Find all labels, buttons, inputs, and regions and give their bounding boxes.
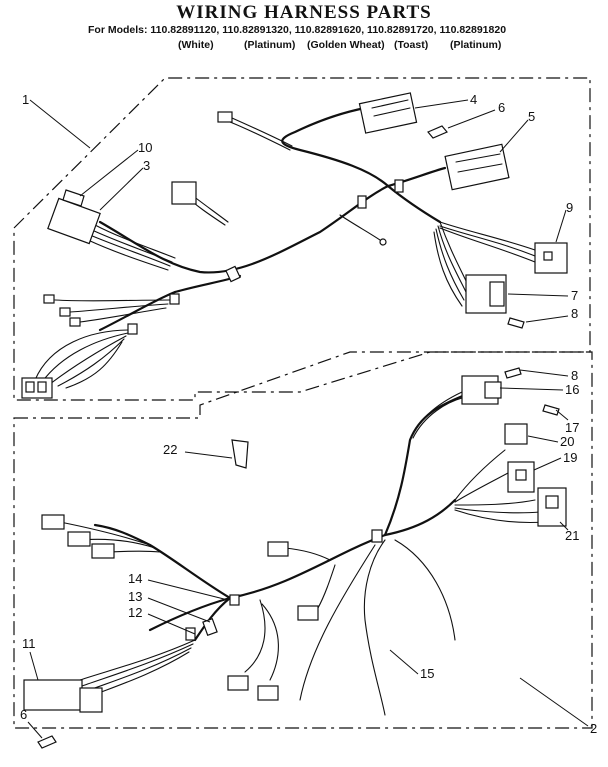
callout-12: 12 <box>128 605 142 620</box>
connector-16 <box>461 375 502 405</box>
diagram-title: WIRING HARNESS PARTS <box>176 2 432 23</box>
callout-5: 5 <box>528 109 535 124</box>
callout-6-upper: 6 <box>498 100 505 115</box>
callout-8-lower: 8 <box>571 368 578 383</box>
terminal-17 <box>542 404 560 416</box>
upper-harness-boundary <box>13 77 591 401</box>
callout-17: 17 <box>565 420 579 435</box>
wire-15 <box>363 539 386 716</box>
model-color-5: (Platinum) <box>450 39 502 51</box>
callout-4: 4 <box>470 92 477 107</box>
callout-19: 19 <box>563 450 577 465</box>
callout-8-upper: 8 <box>571 306 578 321</box>
callout-22: 22 <box>163 442 177 457</box>
callout-3: 3 <box>143 158 150 173</box>
model-color-1: (White) <box>178 39 214 51</box>
connector-4 <box>358 92 418 134</box>
lower-trunk <box>148 533 387 632</box>
callout-20: 20 <box>560 434 574 449</box>
upper-harness <box>21 92 568 399</box>
terminals-left <box>43 294 81 327</box>
models-line: For Models: 110.82891120, 110.82891320, … <box>88 24 507 36</box>
callout-9: 9 <box>566 200 573 215</box>
plug-bottom-left <box>21 377 53 399</box>
lower-callouts: 8 16 17 20 19 21 22 14 13 12 15 11 6 2 <box>20 368 597 739</box>
callout-6-lower: 6 <box>20 707 27 722</box>
connector-11 <box>23 679 103 713</box>
connector-20 <box>504 423 528 445</box>
callout-14: 14 <box>128 571 142 586</box>
lower-harness <box>23 367 567 749</box>
callout-21: 21 <box>565 528 579 543</box>
model-color-4: (Toast) <box>394 39 429 51</box>
terminal-top-left <box>217 111 233 123</box>
callout-13: 13 <box>128 589 142 604</box>
connector-5 <box>444 143 510 191</box>
upper-trunk <box>98 184 390 274</box>
plugs-center <box>227 541 319 701</box>
connector-19 <box>507 461 535 493</box>
model-color-2: (Platinum) <box>244 39 296 51</box>
callout-15: 15 <box>420 666 434 681</box>
plugs-upper-left <box>41 514 115 559</box>
connector-7 <box>465 274 507 314</box>
callout-10: 10 <box>138 140 152 155</box>
lower-harness-boundary <box>13 351 593 729</box>
clip-22 <box>231 439 249 469</box>
callout-16: 16 <box>565 382 579 397</box>
terminal-6 <box>427 125 448 139</box>
terminal-8-lower <box>504 367 522 379</box>
callout-2: 2 <box>590 721 597 736</box>
connector-9 <box>534 242 568 274</box>
terminal-6-lower <box>37 735 57 749</box>
model-color-3: (Golden Wheat) <box>307 39 385 51</box>
callout-11: 11 <box>22 636 36 651</box>
plug-three-prong <box>171 181 197 205</box>
callout-1: 1 <box>22 92 29 107</box>
bracket-10 <box>62 189 85 207</box>
callout-7: 7 <box>571 288 578 303</box>
connector-21 <box>537 487 567 527</box>
terminal-8-upper <box>507 317 525 329</box>
upper-callouts: 1 10 3 4 6 5 9 7 8 <box>22 92 578 323</box>
connector-3 <box>47 197 101 245</box>
